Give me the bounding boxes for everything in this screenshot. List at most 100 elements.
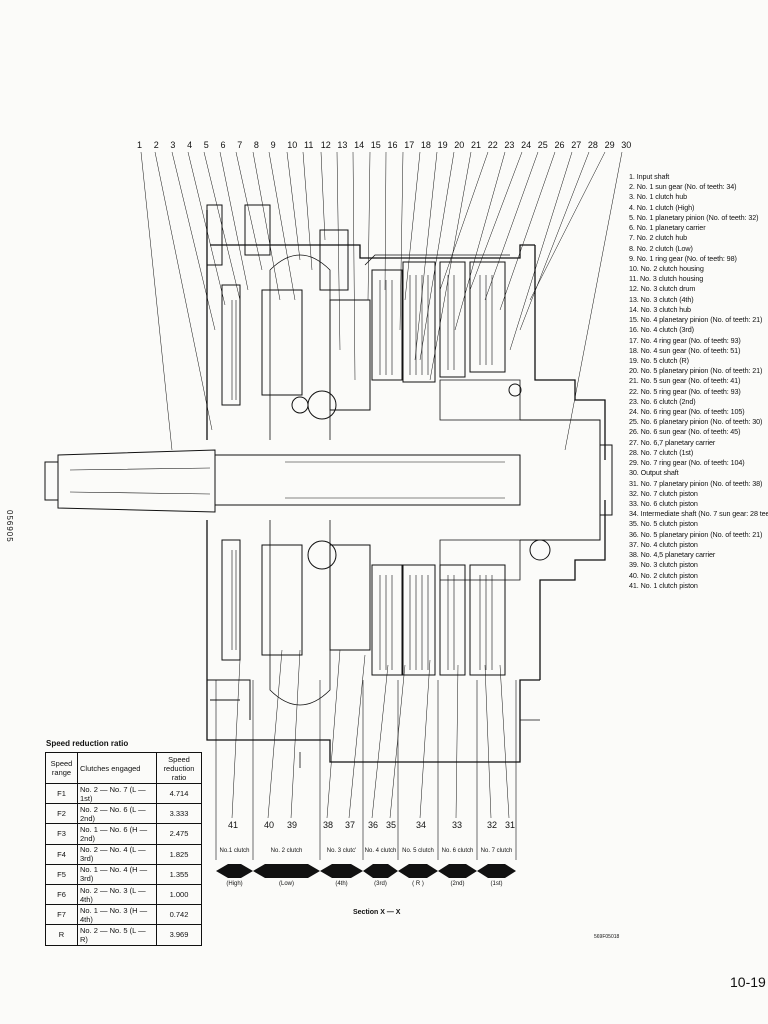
callout-number: 22 — [487, 140, 498, 150]
range-label: (4th) — [335, 881, 348, 887]
legend-item: 26. No. 6 sun gear (No. of teeth: 45) — [629, 427, 741, 437]
callout-number: 36 — [368, 820, 379, 830]
legend-item: 12. No. 3 clutch drum — [629, 284, 696, 294]
legend-item: 17. No. 4 ring gear (No. of teeth: 93) — [629, 335, 741, 345]
callout-number: 24 — [521, 140, 532, 150]
legend-item: 5. No. 1 planetary pinion (No. of teeth:… — [629, 212, 759, 222]
table-cell: No. 2 — No. 4 (L — 3rd) — [77, 843, 157, 865]
callout-number: 13 — [337, 140, 348, 150]
clutch-label: No. 2 clutch — [270, 848, 303, 854]
table-cell: F6 — [45, 883, 78, 906]
table-cell: 1.000 — [156, 883, 202, 906]
callout-number: 33 — [452, 820, 463, 830]
callout-number: 21 — [471, 140, 482, 150]
column-header: Speed reduction ratio — [156, 752, 202, 784]
callout-number: 30 — [621, 140, 632, 150]
legend-item: 29. No. 7 ring gear (No. of teeth: 104) — [629, 458, 745, 468]
table-cell: No. 2 — No. 6 (L — 2nd) — [77, 803, 157, 825]
callout-number: 12 — [320, 140, 331, 150]
table-cell: 3.333 — [156, 803, 202, 825]
callout-number: 39 — [287, 820, 298, 830]
callout-number: 7 — [237, 140, 243, 150]
table-cell: No. 1 — No. 4 (H — 3rd) — [77, 863, 157, 885]
legend-item: 7. No. 2 clutch hub — [629, 233, 688, 243]
side-drawing-code: 056905 — [5, 510, 14, 543]
table-cell: F4 — [45, 843, 78, 865]
legend-item: 9. No. 1 ring gear (No. of teeth: 98) — [629, 253, 737, 263]
callout-number: 25 — [537, 140, 548, 150]
table-cell: 4.714 — [156, 782, 202, 805]
legend-item: 10. No. 2 clutch housing — [629, 263, 704, 273]
callout-number: 35 — [386, 820, 397, 830]
figure-code: 569F05018 — [594, 934, 620, 940]
legend-item: 11. No. 3 clutch housing — [629, 274, 704, 284]
range-label: ( R ) — [412, 881, 424, 887]
table-cell: F1 — [45, 782, 78, 805]
callout-number: 41 — [228, 820, 239, 830]
table-cell: F7 — [45, 904, 78, 926]
legend-item: 21. No. 5 sun gear (No. of teeth: 41) — [629, 376, 741, 386]
clutch-label: No. 3 clutc' — [326, 848, 357, 854]
clutch-label: No. 5 clutch — [402, 848, 434, 854]
column-header: Clutches engaged — [77, 752, 157, 784]
legend-item: 18. No. 4 sun gear (No. of teeth: 51) — [629, 345, 741, 355]
clutch-label: No. 4 clutch — [364, 848, 397, 854]
callout-number: 23 — [504, 140, 515, 150]
callout-number: 8 — [253, 140, 259, 150]
callout-number: 31 — [505, 820, 516, 830]
clutch-label: No. 7 clutch — [480, 848, 513, 854]
callout-number: 18 — [420, 140, 431, 150]
callout-number: 34 — [416, 820, 427, 830]
callout-number: 17 — [404, 140, 415, 150]
range-label: (3rd) — [374, 881, 387, 887]
callout-number: 27 — [571, 140, 582, 150]
table-cell: 3.969 — [156, 924, 202, 946]
callout-number: 16 — [387, 140, 398, 150]
legend-item: 35. No. 5 clutch piston — [629, 519, 698, 529]
callout-number: 37 — [345, 820, 356, 830]
range-label: (1st) — [490, 881, 503, 887]
table-cell: No. 1 — No. 3 (H — 4th) — [77, 904, 157, 926]
table-cell: 0.742 — [156, 904, 202, 926]
callout-number: 38 — [323, 820, 334, 830]
legend-item: 19. No. 5 clutch (R) — [629, 355, 689, 365]
legend-item: 34. Intermediate shaft (No. 7 sun gear: … — [629, 509, 768, 519]
callout-number: 15 — [370, 140, 381, 150]
legend-item: 37. No. 4 clutch piston — [629, 539, 698, 549]
legend-item: 38. No. 4,5 planetary carrier — [629, 550, 716, 560]
callout-number: 20 — [454, 140, 465, 150]
legend-item: 2. No. 1 sun gear (No. of teeth: 34) — [629, 182, 737, 192]
callout-number: 26 — [554, 140, 565, 150]
legend-item: 8. No. 2 clutch (Low) — [629, 243, 693, 253]
legend-item: 23. No. 6 clutch (2nd) — [629, 396, 696, 406]
clutch-label: No.1 clutch — [219, 848, 250, 854]
range-label: (2nd) — [450, 881, 465, 887]
legend-item: 6. No. 1 planetary carrier — [629, 223, 706, 233]
range-label: (High) — [226, 881, 243, 887]
table-header-row: Speed range Clutches engaged Speed reduc… — [45, 752, 202, 784]
clutch-label: No. 6 clutch — [441, 848, 474, 854]
table-cell: No. 2 — No. 7 (L — 1st) — [77, 782, 157, 805]
speed-reduction-table: Speed range Clutches engaged Speed reduc… — [45, 752, 202, 946]
legend-item: 31. No. 7 planetary pinion (No. of teeth… — [629, 478, 763, 488]
callout-number: 19 — [437, 140, 448, 150]
page-number: 10-19 — [730, 974, 766, 990]
table-cell: No. 1 — No. 6 (H — 2nd) — [77, 823, 157, 845]
range-label: (Low) — [278, 881, 294, 887]
table-cell: F2 — [45, 803, 78, 825]
legend-item: 39. No. 3 clutch piston — [629, 560, 698, 570]
legend-item: 28. No. 7 clutch (1st) — [629, 447, 694, 457]
callout-number: 10 — [287, 140, 298, 150]
table-cell: No. 2 — No. 3 (L — 4th) — [77, 883, 157, 906]
table-cell: 2.475 — [156, 823, 202, 845]
legend-item: 1. Input shaft — [629, 172, 670, 181]
legend-item: 4. No. 1 clutch (High) — [629, 202, 695, 212]
